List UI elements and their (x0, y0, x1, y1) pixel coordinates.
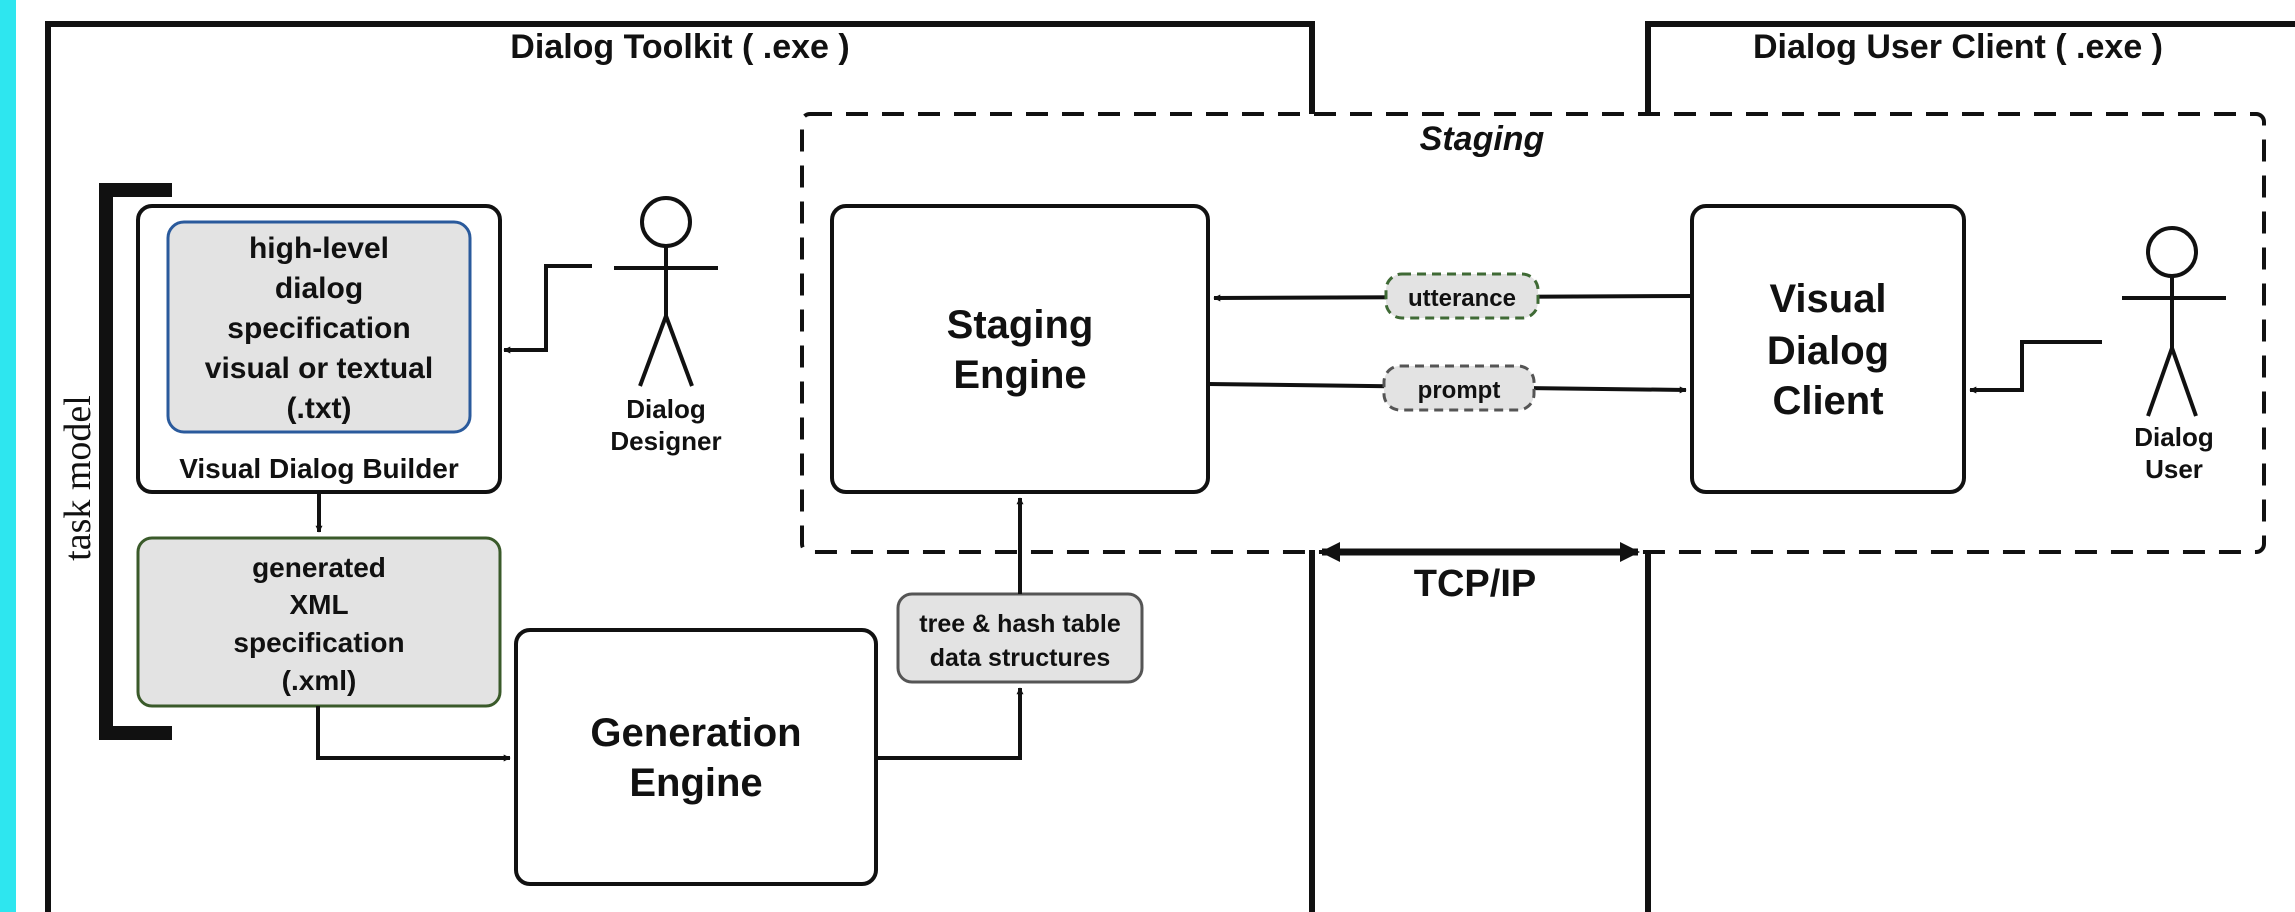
staging-engine-line-2: Engine (953, 353, 1086, 397)
generation-engine-line-1: Generation (590, 711, 801, 755)
xml-line-1: generated (252, 552, 386, 583)
visual-dialog-builder: high-level dialog specification visual o… (136, 204, 502, 494)
spec-line-3: specification (227, 312, 410, 345)
task-model-label: task model (57, 395, 99, 561)
dialog-specification-box (166, 220, 472, 434)
designer-label-2: Designer (610, 426, 721, 456)
user-client-container: Dialog User Client ( .exe ) (1645, 21, 2295, 912)
tcp-ip-label: TCP/IP (1414, 563, 1536, 605)
data-structures-line-1: tree & hash table (919, 610, 1121, 638)
utterance-label: utterance (1408, 285, 1516, 312)
xml-to-generation-arrow (316, 706, 511, 762)
user-label-1: Dialog (2134, 422, 2213, 452)
staging-title: Staging (1420, 120, 1545, 158)
designer-label-1: Dialog (626, 394, 705, 424)
staging-area: Staging (800, 112, 2266, 554)
utterance-message: utterance (1384, 272, 1540, 320)
prompt-message: prompt (1382, 364, 1536, 412)
data-structures-line-2: data structures (930, 644, 1111, 672)
designer-to-spec-arrow (503, 264, 592, 354)
generation-to-data-arrow (876, 687, 1024, 760)
spec-line-4: visual or textual (205, 352, 433, 385)
xml-line-3: specification (233, 627, 404, 658)
user-client-title: Dialog User Client ( .exe ) (1753, 28, 2163, 66)
toolkit-container: Dialog Toolkit ( .exe ) (45, 21, 1315, 912)
dialog-user-actor (2122, 226, 2226, 417)
visual-client-line-2: Dialog (1767, 329, 1889, 373)
staging-engine: Staging Engine (830, 204, 1210, 494)
spec-line-5: (.txt) (287, 392, 352, 425)
toolkit-title: Dialog Toolkit ( .exe ) (510, 28, 849, 66)
xml-line-2: XML (289, 589, 348, 620)
generation-engine-line-2: Engine (629, 761, 762, 805)
accent-bar (0, 0, 16, 912)
dialog-designer-actor (614, 196, 718, 387)
data-structures: tree & hash table data structures (896, 592, 1144, 684)
visual-client-line-3: Client (1772, 379, 1883, 423)
xml-line-4: (.xml) (282, 665, 357, 696)
task-model-bracket: task model (57, 183, 172, 740)
user-label-2: User (2145, 454, 2203, 484)
builder-label: Visual Dialog Builder (179, 453, 459, 484)
visual-dialog-client: Visual Dialog Client (1690, 204, 1966, 494)
xml-specification: generated XML specification (.xml) (136, 536, 502, 708)
user-to-client-arrow (1969, 340, 2102, 394)
spec-line-1: high-level (249, 232, 389, 265)
spec-line-2: dialog (275, 272, 363, 305)
staging-engine-line-1: Staging (947, 303, 1094, 347)
prompt-label: prompt (1418, 377, 1501, 404)
generation-engine: Generation Engine (514, 628, 878, 886)
visual-client-line-1: Visual (1769, 277, 1886, 321)
